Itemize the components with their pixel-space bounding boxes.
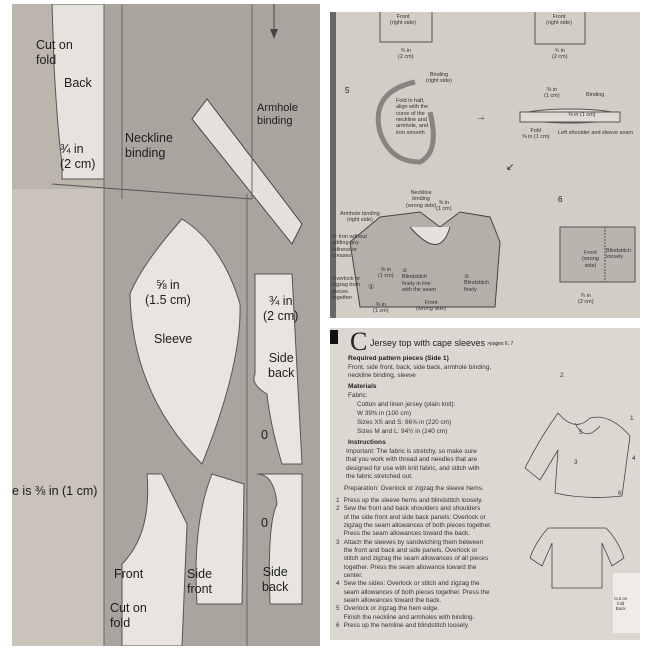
step-text: Sew the sides: Overlock or stitch and zi… — [343, 580, 490, 604]
step-1-marker: ① — [368, 284, 375, 291]
pattern-sheet-photo: Cut on fold Back ¾ in (2 cm) Neckline bi… — [12, 4, 320, 646]
garment-illustrations — [524, 412, 640, 633]
allowance-a: ⅜ in (1 cm) — [378, 267, 394, 280]
allowance-b: ⅜ in (1 cm) — [373, 302, 389, 315]
callout-3: 3 — [574, 459, 578, 466]
section-letter: C — [350, 328, 368, 356]
armhole-binding-right-side-label: Armhole binding (right side) — [340, 211, 380, 224]
step-number: 5 — [336, 605, 340, 613]
front-wrong-side-label: Front (wrong side) — [416, 300, 447, 313]
section-marker — [330, 330, 338, 344]
fabric-label: Fabric: — [348, 392, 368, 399]
blindstitch-right-note: ③ Blindstitch finely — [464, 274, 490, 293]
notch-label: 0 — [261, 428, 268, 442]
pattern-pieces-drawing — [12, 4, 320, 646]
sleeve-allowance-label: ⅝ in (1.5 cm) — [145, 278, 191, 307]
overlock-note: Overlock or zigzag both pieces together — [332, 276, 361, 301]
neckline-binding-wrong-side-label: Neckline binding (wrong side) — [406, 190, 437, 209]
neckline-binding-label: Neckline binding — [125, 131, 173, 160]
binding-label: Binding — [586, 92, 605, 98]
instructions-heading: Instructions — [348, 439, 386, 446]
pattern-heading: Required pattern pieces (Side 1) — [348, 355, 449, 362]
step-number: 1 — [336, 497, 340, 504]
step-text: Attach the sleeves by sandwiching them b… — [343, 538, 489, 579]
arrow-down-left-icon: ↙ — [506, 162, 515, 173]
front-allowance-right: ¾ in (2 cm) — [552, 48, 568, 61]
sleeve-label: Sleeve — [154, 332, 193, 346]
side-front-label: Side front — [187, 567, 213, 596]
instruction-steps-photo: Front (right side) ¾ in (2 cm) Front (ri… — [330, 12, 640, 318]
side-back-label: Side back — [268, 351, 295, 380]
fabric-line: Cotton and linen jersey (plain knit): — [357, 401, 456, 408]
step-text: Press up the hemline and blindstitch loo… — [343, 621, 470, 629]
binding-top-allowance: ⅜ in (1 cm) — [544, 87, 560, 100]
front-label: Front — [114, 567, 144, 581]
step-text: Overlock or zigzag the hem edge. Finish … — [343, 605, 475, 621]
step-number: 4 — [336, 580, 340, 588]
front-allowance-left: ¾ in (2 cm) — [398, 48, 414, 61]
back-label: Back — [64, 76, 92, 90]
fabric-line: Sizes M and L: 94½ in (240 cm) — [357, 428, 448, 435]
hem-allowance-label: ¾ in (2 cm) — [578, 293, 594, 306]
blindstitch-center-note: ③ Blindstitch finely in line with the se… — [402, 268, 436, 293]
side-back-lower-label: Side back — [262, 565, 289, 594]
callout-4: 4 — [632, 455, 636, 462]
step6-front-label: Front (wrong side) — [582, 250, 599, 269]
back-allowance-label: ¾ in (2 cm) — [60, 142, 96, 171]
front-right-side-label-right: Front (right side) — [546, 14, 572, 27]
callout-6: 6 — [618, 490, 622, 497]
front-cut-on-fold-label: Cut on fold — [110, 601, 147, 630]
seam-allowance-note: e is ⅜ in (1 cm) — [12, 484, 98, 498]
instructions-page-photo: C Jersey top with cape sleeves >pages 6,… — [330, 328, 640, 640]
binding-right-side-label: Binding (right side) — [426, 72, 452, 85]
side-back-allowance-label: ¾ in (2 cm) — [263, 294, 299, 323]
blindstitch-loosely-label: Blindstitch loosely — [606, 248, 632, 261]
callout-5: 5 — [579, 429, 583, 436]
step-text: Press up the sleeve hems and blindstitch… — [343, 497, 483, 504]
callout-1: 1 — [630, 415, 634, 422]
callout-2: 2 — [560, 372, 564, 379]
page-reference: >pages 6, 7 — [487, 341, 514, 347]
front-right-side-label-left: Front (right side) — [390, 14, 416, 27]
step-5-number: 5 — [345, 86, 350, 95]
back-cut-on-fold-label: Cut on fold — [36, 38, 73, 67]
step-number: 2 — [336, 505, 340, 513]
important-note: Important: The fabric is stretchy, so ma… — [346, 448, 480, 480]
thumbnail-label: Cut on fold Back — [614, 596, 628, 612]
fabric-line: Sizes XS and S: 86⅝ in (220 cm) — [357, 419, 452, 426]
fabric-line: W 39⅜ in (100 cm) — [357, 410, 411, 417]
neckline-allowance: ⅜ in (1 cm) — [436, 200, 452, 213]
arrow-right-icon: → — [476, 112, 486, 123]
shoulder-seam-label: Left shoulder and sleeve seam — [558, 130, 633, 136]
binding-diagrams — [330, 12, 636, 318]
preparation-note: Preparation: Overlock or zigzag the slee… — [344, 485, 484, 492]
step-6-number: 6 — [558, 195, 563, 204]
notch-lower-label: 0 — [261, 516, 268, 530]
armhole-binding-label: Armhole binding — [257, 102, 298, 128]
fold-instruction-note: Fold in half, align with the curve of th… — [396, 98, 429, 136]
step-text: Sew the front and back shoulders and sho… — [343, 505, 492, 538]
materials-heading: Materials — [348, 383, 377, 390]
fold-label: Fold ⅜ in (1 cm) — [522, 128, 550, 141]
iron-note: ② Iron without adding any fullness or cr… — [332, 234, 367, 259]
step-number: 6 — [336, 621, 340, 629]
binding-inner-allowance: ⅜ in (1 cm) — [568, 112, 596, 118]
page-title: Jersey top with cape sleeves — [370, 338, 486, 348]
step-number: 3 — [336, 538, 340, 546]
pattern-text: Front, side front, back, side back, armh… — [348, 364, 492, 380]
